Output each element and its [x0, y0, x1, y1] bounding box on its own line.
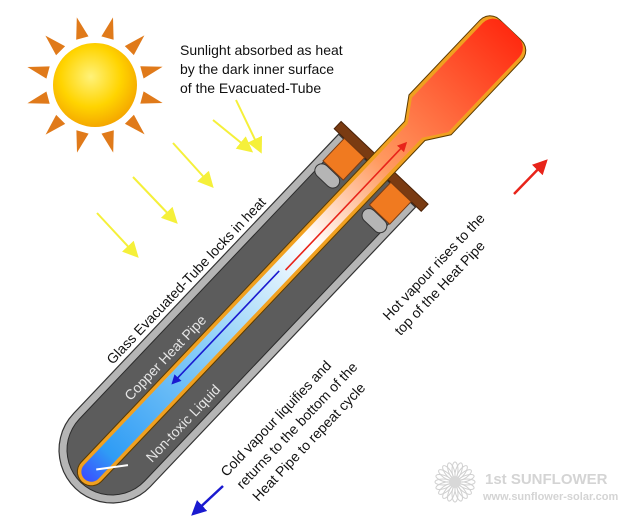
sun-ray	[140, 66, 163, 79]
sunlight-arrows	[96, 99, 263, 258]
sunflower-icon	[434, 461, 476, 503]
sun-caption-line-2: by the dark inner surface	[180, 61, 334, 77]
inner-tube-end	[361, 207, 388, 234]
logo-url: www.sunflower-solar.com	[482, 491, 619, 503]
sun-caption-line-1: Sunlight absorbed as heat	[180, 42, 343, 58]
sun-ray	[45, 35, 66, 56]
sunlight-arrow	[96, 212, 139, 258]
cold-return-arrow	[191, 485, 224, 516]
sunlight-arrow	[212, 119, 254, 153]
hot-rise-arrow	[513, 159, 548, 195]
pipe-interior	[81, 18, 523, 482]
copper-heat-pipe	[76, 15, 527, 487]
inner-tube-end	[314, 163, 341, 189]
sun-ray	[124, 35, 145, 56]
liquid-pointer	[96, 464, 129, 471]
sun-icon	[27, 17, 163, 153]
sun-ray	[27, 66, 50, 79]
sun-ray	[101, 130, 114, 153]
sunlight-arrow	[235, 99, 263, 154]
header-block	[368, 181, 412, 225]
sun-ray	[45, 114, 66, 135]
sun-caption-line-3: of the Evacuated-Tube	[180, 80, 321, 96]
vapour-up-arrow	[284, 141, 408, 271]
sun-ray	[140, 91, 163, 104]
sun-ray	[76, 130, 89, 153]
sun-ray	[27, 91, 50, 104]
sunflower-logo: 1st SUNFLOWER www.sunflower-solar.com	[434, 461, 619, 503]
sun-ray	[76, 17, 89, 40]
sunlight-arrow	[172, 142, 214, 188]
header-block	[322, 137, 366, 181]
logo-center	[449, 476, 461, 488]
sun-ray	[101, 17, 114, 40]
logo-brand: 1st SUNFLOWER	[485, 471, 608, 488]
sunlight-arrow	[132, 176, 178, 224]
cold-vapour-line-3: Heat Pipe to repeat cycle	[249, 379, 368, 504]
liquid-down-arrow	[171, 270, 280, 385]
sun-ray	[124, 114, 145, 135]
